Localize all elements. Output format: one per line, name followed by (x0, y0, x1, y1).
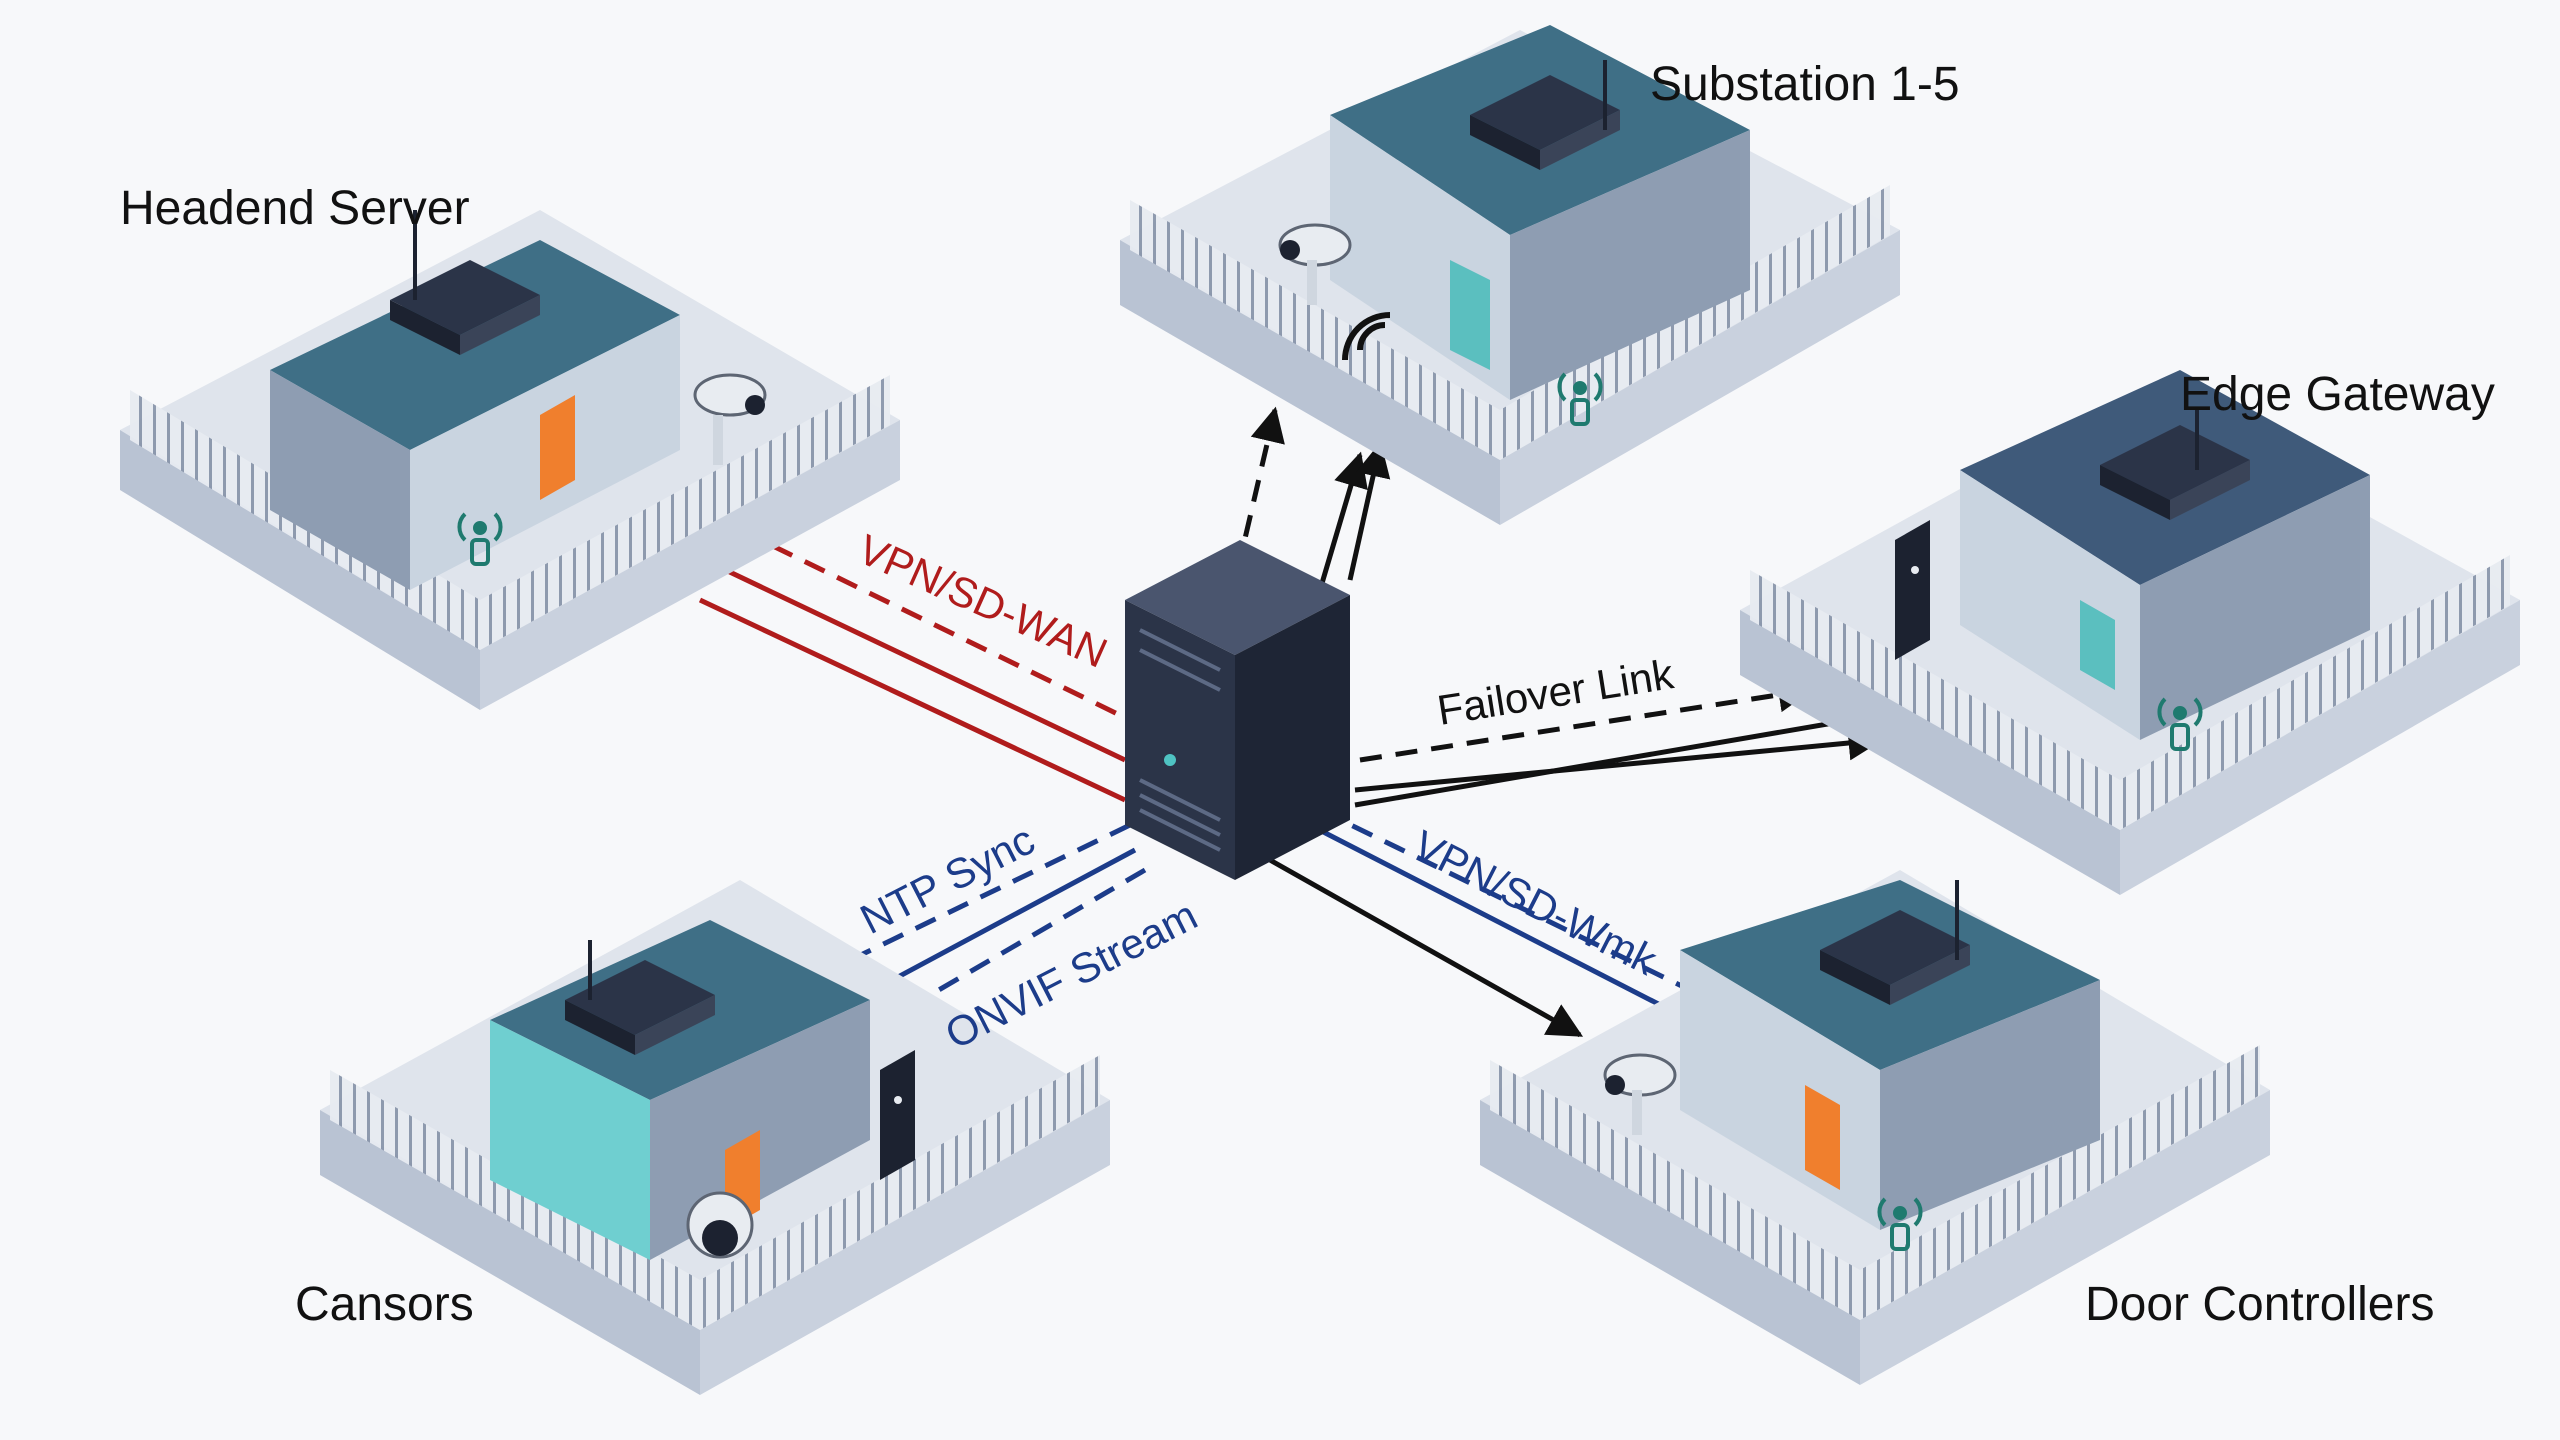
site-doors (1480, 870, 2270, 1385)
access-panel-icon (1895, 520, 1930, 660)
wireless-sensor-icon (1557, 372, 1603, 426)
door-icon (1805, 1085, 1840, 1190)
camera-icon (1278, 223, 1352, 305)
signal-waves-icon (1342, 312, 1391, 361)
link-label-onvif: ONVIF Stream (938, 891, 1205, 1058)
door-icon (2080, 600, 2115, 690)
site-label-headend: Headend Server (120, 182, 470, 235)
router-icon (565, 940, 715, 1055)
router-icon (1470, 60, 1620, 170)
site-label-substation: Substation 1-5 (1650, 58, 1960, 111)
door-icon (540, 395, 575, 500)
link-failover (1354, 677, 1884, 808)
door-icon (1450, 260, 1490, 370)
router-icon (1820, 880, 1970, 1005)
site-sensors (320, 880, 1110, 1395)
access-panel-icon (880, 1050, 915, 1180)
router-icon (390, 210, 540, 355)
camera-icon (1603, 1053, 1677, 1135)
site-headend (120, 210, 900, 710)
wireless-sensor-icon (457, 512, 503, 566)
link-vpn-sdwan-bottom (1268, 807, 1692, 1038)
wireless-sensor-icon (1877, 1197, 1923, 1251)
link-vpn-sdwan-top (698, 527, 1132, 803)
dome-camera-icon (686, 1191, 754, 1259)
wireless-sensor-icon (2157, 697, 2203, 751)
router-icon (2100, 410, 2250, 520)
camera-icon (693, 373, 767, 465)
site-label-edge: Edge Gateway (2180, 368, 2495, 421)
link-label-failover: Failover Link (1434, 650, 1678, 734)
site-substation (1120, 25, 1900, 525)
central-server-icon (1125, 540, 1350, 880)
site-label-sensors: Cansors (295, 1278, 474, 1331)
link-substation (1237, 406, 1391, 591)
site-edge (1740, 370, 2520, 895)
connection-lines (698, 406, 1884, 1038)
link-label-vpn-sdwan-top: VPN/SD-WAN (851, 525, 1114, 676)
site-label-doors: Door Controllers (2085, 1278, 2434, 1331)
